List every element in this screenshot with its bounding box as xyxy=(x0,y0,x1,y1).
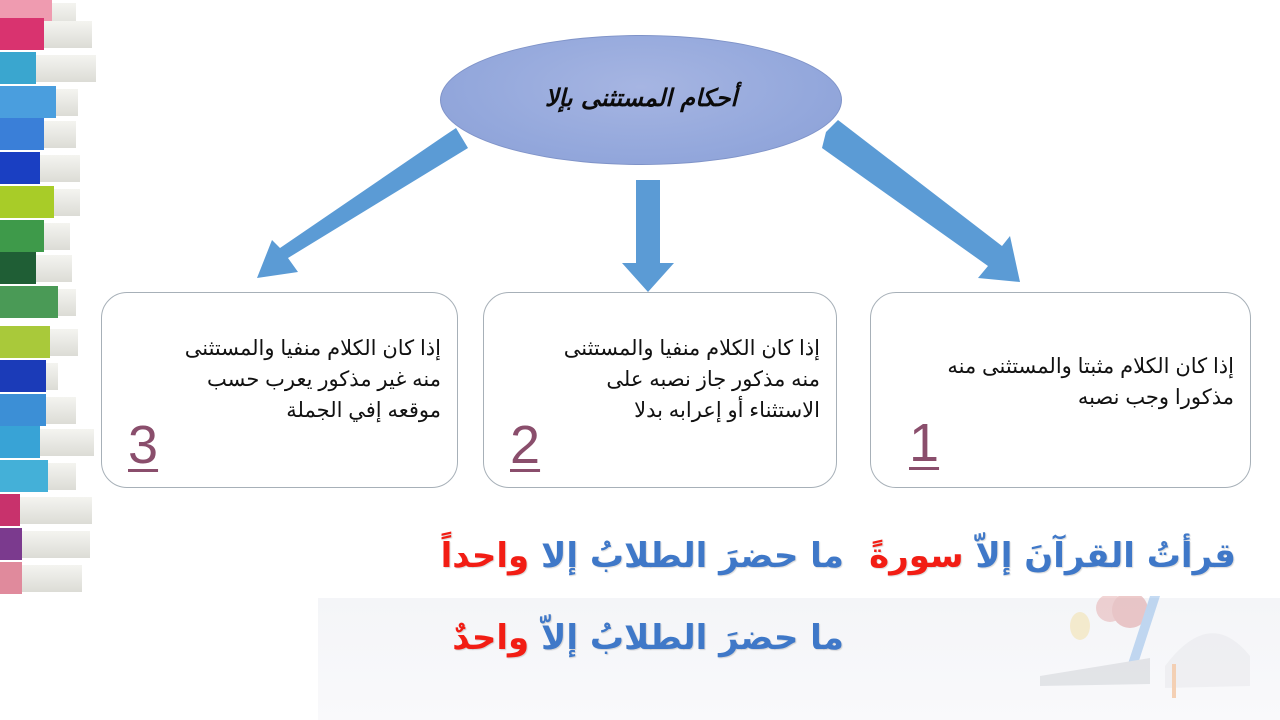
rule-2-line-3: الاستثناء أو إعرابه بدلا xyxy=(634,399,820,422)
rule-2-line-2: منه مذكور جاز نصبه على xyxy=(606,368,820,391)
rule-1-line-1: إذا كان الكلام مثبتا والمستثنى منه xyxy=(947,355,1234,378)
rule-3-line-1: إذا كان الكلام منفيا والمستثنى xyxy=(184,337,441,360)
arrow-to-rule-3 xyxy=(257,128,468,278)
example-2: ما حضرَ الطلابُ إلا واحداً xyxy=(441,536,844,576)
example-3-text: ما حضرَ الطلابُ إلاّ xyxy=(529,618,844,658)
book-stack-image xyxy=(0,0,100,600)
rule-3-line-3: موقعه إفي الجملة xyxy=(286,399,441,422)
bottom-background xyxy=(318,598,1280,720)
laptop-book-icon xyxy=(1040,596,1250,698)
rule-2-text: إذا كان الكلام منفيا والمستثنى منه مذكور… xyxy=(564,333,820,426)
example-3-highlight: واحدٌ xyxy=(452,618,530,658)
example-1-highlight: سورةً xyxy=(869,536,964,576)
diagram-title: أحكام المستثنى بإلا xyxy=(544,82,738,112)
rule-1-text: إذا كان الكلام مثبتا والمستثنى منه مذكور… xyxy=(947,351,1234,413)
rule-3-line-2: منه غير مذكور يعرب حسب xyxy=(206,368,441,391)
rule-3-text: إذا كان الكلام منفيا والمستثنى منه غير م… xyxy=(185,333,441,426)
rule-2-number: 2 xyxy=(510,415,541,475)
rule-1-line-2: مذكورا وجب نصبه xyxy=(1077,386,1234,409)
rule-box-3: إذا كان الكلام منفيا والمستثنى منه غير م… xyxy=(101,292,458,488)
example-1-text: قرأتُ القرآنَ إلاّ xyxy=(963,536,1236,576)
example-2-highlight: واحداً xyxy=(440,536,530,576)
rule-box-2: إذا كان الكلام منفيا والمستثنى منه مذكور… xyxy=(483,292,837,488)
example-1: قرأتُ القرآنَ إلاّ سورةً xyxy=(869,536,1236,576)
rule-2-line-1: إذا كان الكلام منفيا والمستثنى xyxy=(563,337,820,360)
example-3: ما حضرَ الطلابُ إلاّ واحدٌ xyxy=(452,618,844,658)
title-ellipse: أحكام المستثنى بإلا xyxy=(440,35,842,165)
rule-box-1: إذا كان الكلام مثبتا والمستثنى منه مذكور… xyxy=(870,292,1251,488)
arrow-to-rule-2 xyxy=(622,180,674,292)
rule-3-number: 3 xyxy=(128,415,159,475)
arrow-to-rule-1 xyxy=(822,120,1020,282)
rule-1-number: 1 xyxy=(909,413,940,473)
example-2-text: ما حضرَ الطلابُ إلا xyxy=(529,536,844,576)
